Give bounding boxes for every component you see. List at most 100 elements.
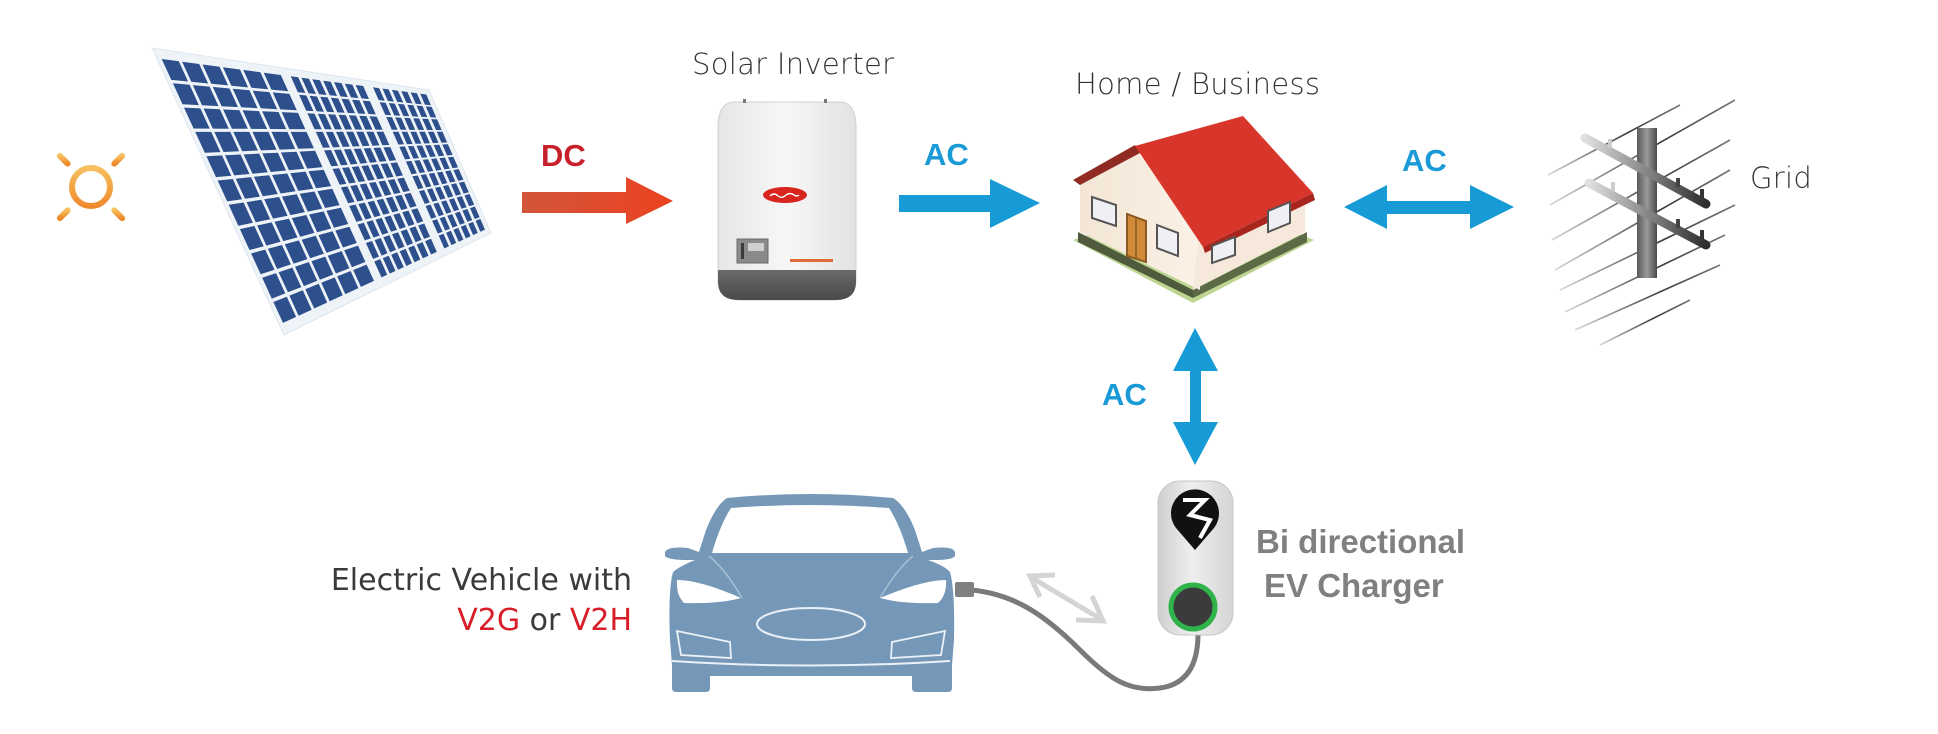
v2g-label: V2G — [457, 603, 521, 638]
solar-cell — [325, 131, 340, 148]
solar-cell — [453, 169, 464, 181]
insulator — [1700, 230, 1704, 239]
solar-cell — [456, 196, 467, 209]
solar-cell — [439, 216, 450, 231]
solar-cell — [290, 76, 306, 93]
solar-cell — [192, 85, 219, 107]
solar-cell — [290, 171, 314, 191]
solar-cell — [373, 147, 387, 162]
solar-cell — [458, 181, 469, 194]
house-window — [1091, 195, 1117, 228]
solar-cell — [448, 198, 459, 212]
car-grille — [756, 607, 866, 641]
ac-arrow-inverter-home — [899, 179, 1040, 228]
ev-label-line1: Electric Vehicle with — [330, 563, 632, 598]
crossarm-lower — [1584, 178, 1711, 250]
solar-cell — [425, 106, 437, 118]
solar-cell — [228, 202, 253, 226]
solar-cell — [305, 283, 328, 309]
ac-flow-label-home-charger: AC — [1102, 377, 1147, 412]
insulator — [1676, 178, 1680, 187]
solar-cell — [375, 217, 389, 235]
solar-cell — [225, 154, 250, 176]
solar-cell — [420, 93, 431, 106]
solar-cell — [335, 226, 357, 248]
solar-cell — [376, 131, 390, 146]
solar-cell — [453, 227, 464, 242]
solar-cell — [239, 226, 264, 250]
solar-cell — [307, 113, 322, 130]
pole-shaft — [1637, 128, 1657, 278]
solar-cell — [392, 232, 405, 249]
inverter-top-tab-right — [824, 99, 827, 103]
solar-cell — [401, 91, 413, 104]
solar-cell — [357, 222, 371, 241]
solar-cell — [214, 131, 240, 152]
charger-label: Bi directional EV Charger — [1256, 520, 1465, 608]
solar-cell — [395, 194, 408, 211]
solar-cell — [431, 119, 442, 131]
v2x-bidirectional-arrow — [1026, 572, 1107, 624]
solar-cell — [382, 255, 396, 274]
cable — [969, 587, 1201, 692]
solar-cell — [442, 144, 453, 156]
solar-cell — [308, 169, 332, 189]
solar-cell — [367, 200, 381, 218]
solar-cell — [359, 183, 373, 200]
power-line — [1547, 104, 1681, 176]
solar-cell — [363, 148, 377, 163]
solar-cell — [337, 271, 359, 295]
solar-cell — [311, 256, 334, 280]
ac-arrow-home-grid — [1344, 185, 1514, 229]
solar-cell — [437, 171, 448, 185]
solar-cell — [422, 118, 433, 130]
solar-cell — [222, 67, 249, 88]
solar-cell — [233, 131, 258, 152]
solar-cell — [317, 113, 332, 130]
solar-cell — [262, 111, 287, 130]
solar-cell — [172, 83, 199, 106]
crossarm-upper — [1580, 133, 1711, 209]
solar-cell — [291, 215, 315, 237]
charger-status-ring — [1168, 582, 1218, 632]
solar-cell — [436, 131, 448, 143]
solar-cell — [383, 147, 397, 161]
sun-ray — [111, 152, 126, 167]
solar-cell — [338, 114, 353, 130]
solar-cell — [447, 214, 458, 228]
inverter-bottom-cover — [718, 270, 856, 300]
insulator — [1700, 189, 1704, 198]
solar-cell — [409, 226, 422, 243]
solar-cell — [272, 92, 297, 111]
solar-cell — [438, 233, 449, 249]
sun-icon — [44, 140, 138, 234]
solar-cell — [399, 146, 411, 160]
inverter-icon — [717, 99, 857, 301]
solar-cell — [379, 102, 392, 116]
solar-cell — [475, 218, 485, 232]
solar-cell — [404, 117, 416, 130]
solar-cell — [414, 160, 426, 173]
solar-cell — [397, 177, 410, 193]
solar-cell — [427, 188, 438, 202]
solar-cell — [346, 131, 360, 147]
solar-cell — [374, 259, 388, 278]
solar-inverter-label: Solar Inverter — [692, 47, 895, 81]
ev-label: Electric Vehicle with V2G or V2H — [331, 562, 632, 642]
dc-arrow — [522, 177, 673, 224]
solar-cell — [366, 220, 380, 238]
solar-cell — [301, 77, 316, 94]
solar-cell — [243, 69, 269, 90]
solar-cell — [411, 208, 424, 224]
inverter-display-bar — [741, 243, 744, 259]
solar-cell — [356, 131, 370, 147]
solar-cell — [182, 61, 209, 84]
solar-cell — [281, 112, 306, 130]
house-foundation-front — [1078, 232, 1193, 298]
solar-cell — [336, 131, 350, 147]
solar-cell — [362, 100, 376, 115]
solar-cell — [257, 222, 281, 246]
car-bumper-line — [671, 660, 951, 667]
solar-cell — [327, 251, 350, 274]
car-hood-line-right — [879, 555, 914, 599]
